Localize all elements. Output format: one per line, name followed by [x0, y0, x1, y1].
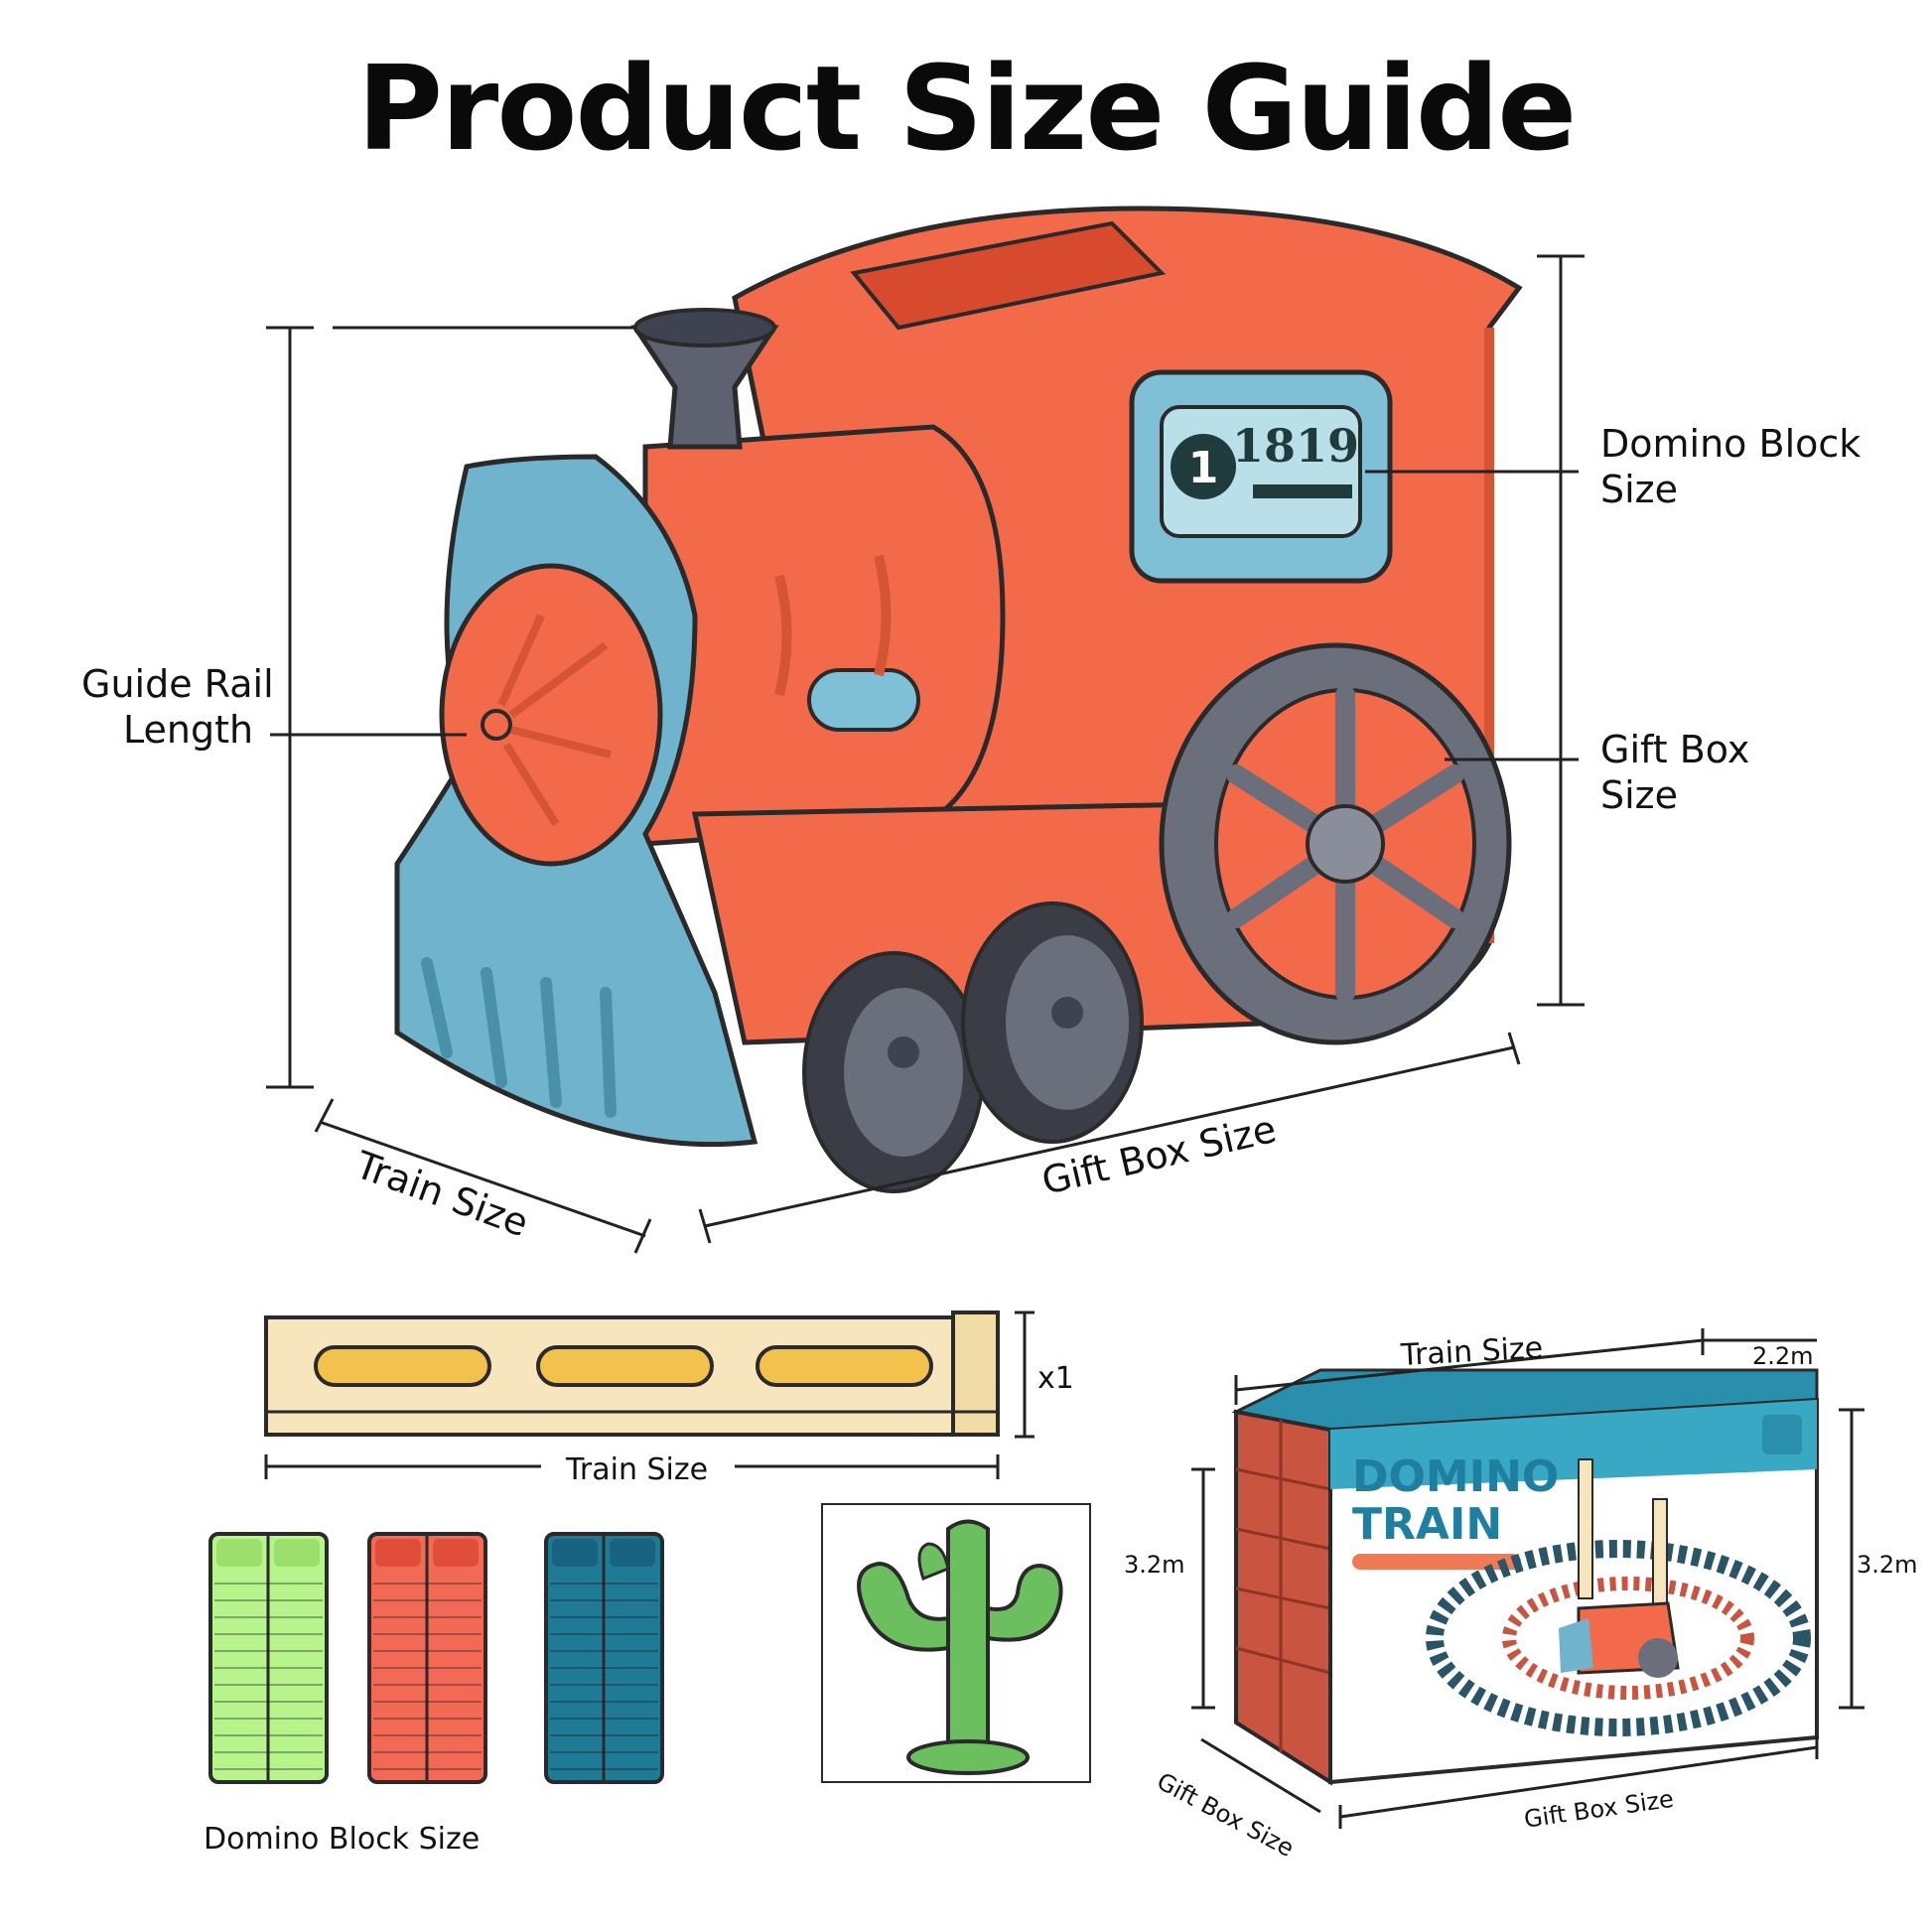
box-dimension-lines: [1191, 1328, 1864, 1829]
box-height-right-value: 3.2m: [1857, 1551, 1918, 1579]
rail-dimension-lines: [264, 1311, 1035, 1479]
guide-rail-label-line1: Guide Rail: [81, 662, 274, 706]
box-train-size-label: Train Size: [1400, 1330, 1545, 1373]
rail-count-label: x1: [1037, 1361, 1074, 1396]
rail-train-size-label: Train Size: [566, 1452, 709, 1487]
guide-rail-label-line2: Length: [123, 708, 254, 752]
train-illustration: 1 1819: [394, 206, 1523, 1193]
domino-block-green: [208, 1532, 329, 1784]
domino-block-red: [367, 1532, 487, 1784]
number-plate: 1 1819: [1129, 369, 1393, 584]
domino-block-blue: [544, 1532, 664, 1784]
plate-number: 1: [1188, 443, 1219, 493]
domino-block-label-line1: Domino Block: [1600, 422, 1862, 466]
big-wheel: [1159, 642, 1512, 1045]
box-title-line1: DOMINO: [1352, 1451, 1559, 1502]
box-width-value: 2.2m: [1752, 1342, 1814, 1370]
gift-box-label-line2: Size: [1600, 773, 1679, 817]
domino-block-size-label: Domino Block Size: [204, 1822, 481, 1857]
small-wheel: [802, 951, 985, 1193]
small-wheel: [961, 901, 1144, 1144]
plate-code: 1819: [1232, 419, 1359, 473]
box-title-line2: TRAIN: [1352, 1499, 1502, 1550]
domino-stripes: [214, 1583, 658, 1770]
page-title: Product Size Guide: [356, 40, 1578, 177]
domino-block-label-line2: Size: [1600, 468, 1679, 511]
guide-rail: [264, 1311, 1000, 1437]
cactus-card: [821, 1503, 1091, 1783]
train-dimension-lines: [266, 254, 1585, 1254]
box-height-left-value: 3.2m: [1124, 1551, 1185, 1579]
gift-box: DOMINO TRAIN: [1231, 1368, 1819, 1786]
gift-box-label-line1: Gift Box: [1600, 728, 1750, 771]
